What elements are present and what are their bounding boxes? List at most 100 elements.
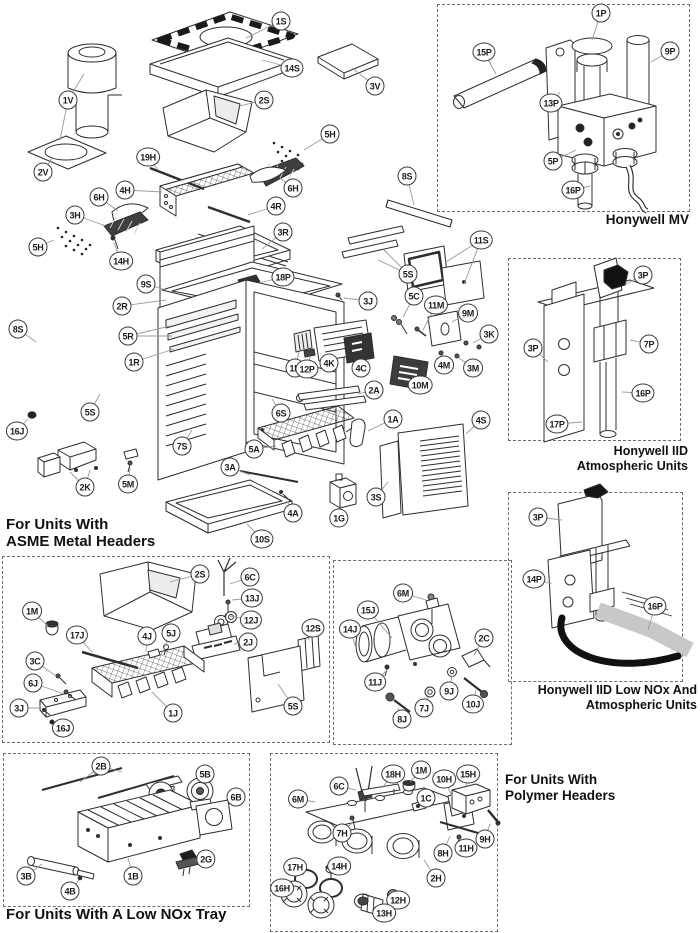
- callout-18H: 18H: [381, 764, 405, 784]
- callout-6S: 6S: [271, 403, 291, 423]
- callout-2R: 2R: [112, 296, 132, 316]
- callout-2H: 2H: [426, 868, 446, 888]
- callout-9P: 9P: [660, 41, 680, 61]
- callout-5C: 5C: [404, 286, 424, 306]
- callout-6H: 6H: [89, 187, 109, 207]
- callout-5H: 5H: [28, 237, 48, 257]
- honeywell-mv-caption-line: Honywell MV: [605, 212, 689, 227]
- callout-3V: 3V: [365, 76, 385, 96]
- callout-8S: 8S: [397, 166, 417, 186]
- callout-7J: 7J: [414, 698, 434, 718]
- callout-7H: 7H: [332, 823, 352, 843]
- asme-metal-headers-box: [2, 556, 330, 743]
- callout-10M: 10M: [407, 375, 433, 395]
- callout-3J: 3J: [358, 291, 378, 311]
- callout-6J: 6J: [23, 673, 43, 693]
- honeywell-iid-atmospheric-caption-line: Honywell IID: [613, 444, 688, 458]
- callout-15J: 15J: [356, 600, 380, 620]
- callout-3J: 3J: [9, 698, 29, 718]
- honeywell-iid-low-nox-caption-line: Honywell IID Low NOx And: [537, 683, 697, 697]
- callout-14H: 14H: [327, 856, 351, 876]
- callout-12P: 12P: [295, 359, 319, 379]
- callout-4S: 4S: [471, 410, 491, 430]
- callout-3P: 3P: [523, 338, 543, 358]
- callout-2J: 2J: [238, 632, 258, 652]
- callout-1V: 1V: [58, 90, 78, 110]
- callout-1B: 1B: [123, 866, 143, 886]
- callout-4B: 4B: [60, 881, 80, 901]
- callout-4J: 4J: [137, 626, 157, 646]
- callout-8S: 8S: [8, 319, 28, 339]
- callout-9M: 9M: [458, 303, 478, 323]
- callout-1M: 1M: [22, 601, 42, 621]
- callout-5S: 5S: [283, 696, 303, 716]
- honeywell-mv-caption: Honywell MV: [606, 212, 689, 228]
- callout-1M: 1M: [411, 760, 431, 780]
- callout-12J: 12J: [239, 610, 263, 630]
- callout-4R: 4R: [266, 196, 286, 216]
- callout-14P: 14P: [522, 569, 546, 589]
- callout-16P: 16P: [643, 596, 667, 616]
- callout-3C: 3C: [25, 651, 45, 671]
- callout-11M: 11M: [423, 295, 449, 315]
- callout-15P: 15P: [472, 42, 496, 62]
- callout-19H: 19H: [136, 147, 160, 167]
- callout-2C: 2C: [474, 628, 494, 648]
- callout-6C: 6C: [240, 567, 260, 587]
- callout-17J: 17J: [65, 625, 89, 645]
- callout-3M: 3M: [463, 358, 483, 378]
- callout-5P: 5P: [543, 151, 563, 171]
- callout-3P: 3P: [528, 507, 548, 527]
- callout-1J: 1J: [163, 703, 183, 723]
- callout-2K: 2K: [75, 477, 95, 497]
- callout-17H: 17H: [283, 857, 307, 877]
- callout-11H: 11H: [454, 838, 478, 858]
- callout-3B: 3B: [16, 866, 36, 886]
- callout-5R: 5R: [118, 326, 138, 346]
- low-nox-tray-caption: For Units With A Low NOx Tray: [6, 906, 226, 923]
- callout-2B: 2B: [91, 756, 111, 776]
- callout-5S: 5S: [398, 264, 418, 284]
- callout-1C: 1C: [416, 788, 436, 808]
- callout-1R: 1R: [124, 352, 144, 372]
- callout-11S: 11S: [469, 230, 493, 250]
- callout-2S: 2S: [190, 564, 210, 584]
- callout-16H: 16H: [270, 878, 294, 898]
- callout-5J: 5J: [161, 623, 181, 643]
- honeywell-iid-atmospheric-box: [508, 258, 681, 441]
- low-nox-tray-box: [3, 753, 250, 907]
- polymer-headers-caption-line: Polymer Headers: [505, 787, 616, 803]
- header-assembly-box: [333, 560, 512, 745]
- callout-5A: 5A: [244, 439, 264, 459]
- callout-12H: 12H: [386, 890, 410, 910]
- callout-16P: 16P: [561, 180, 585, 200]
- callout-10S: 10S: [250, 529, 274, 549]
- callout-5H: 5H: [320, 124, 340, 144]
- honeywell-mv-box: [437, 4, 690, 212]
- callout-6M: 6M: [288, 789, 308, 809]
- asme-metal-headers-heading-line: For Units With: [6, 516, 109, 533]
- callout-14H: 14H: [109, 251, 133, 271]
- callout-8H: 8H: [433, 843, 453, 863]
- callout-4M: 4M: [434, 355, 454, 375]
- callout-6M: 6M: [393, 583, 413, 603]
- callout-17P: 17P: [545, 414, 569, 434]
- callout-3S: 3S: [366, 487, 386, 507]
- callout-2S: 2S: [254, 90, 274, 110]
- callout-1G: 1G: [329, 508, 349, 528]
- callout-9S: 9S: [136, 274, 156, 294]
- callout-18P: 18P: [271, 267, 295, 287]
- callout-3H: 3H: [65, 205, 85, 225]
- callout-6H: 6H: [283, 178, 303, 198]
- callout-8J: 8J: [392, 709, 412, 729]
- callout-7S: 7S: [172, 436, 192, 456]
- callout-3K: 3K: [479, 324, 499, 344]
- honeywell-iid-low-nox-caption-line: Atmospheric Units: [585, 697, 697, 712]
- callout-2G: 2G: [196, 849, 216, 869]
- callout-5B: 5B: [195, 764, 215, 784]
- polymer-headers-caption-line: For Units With: [505, 772, 598, 787]
